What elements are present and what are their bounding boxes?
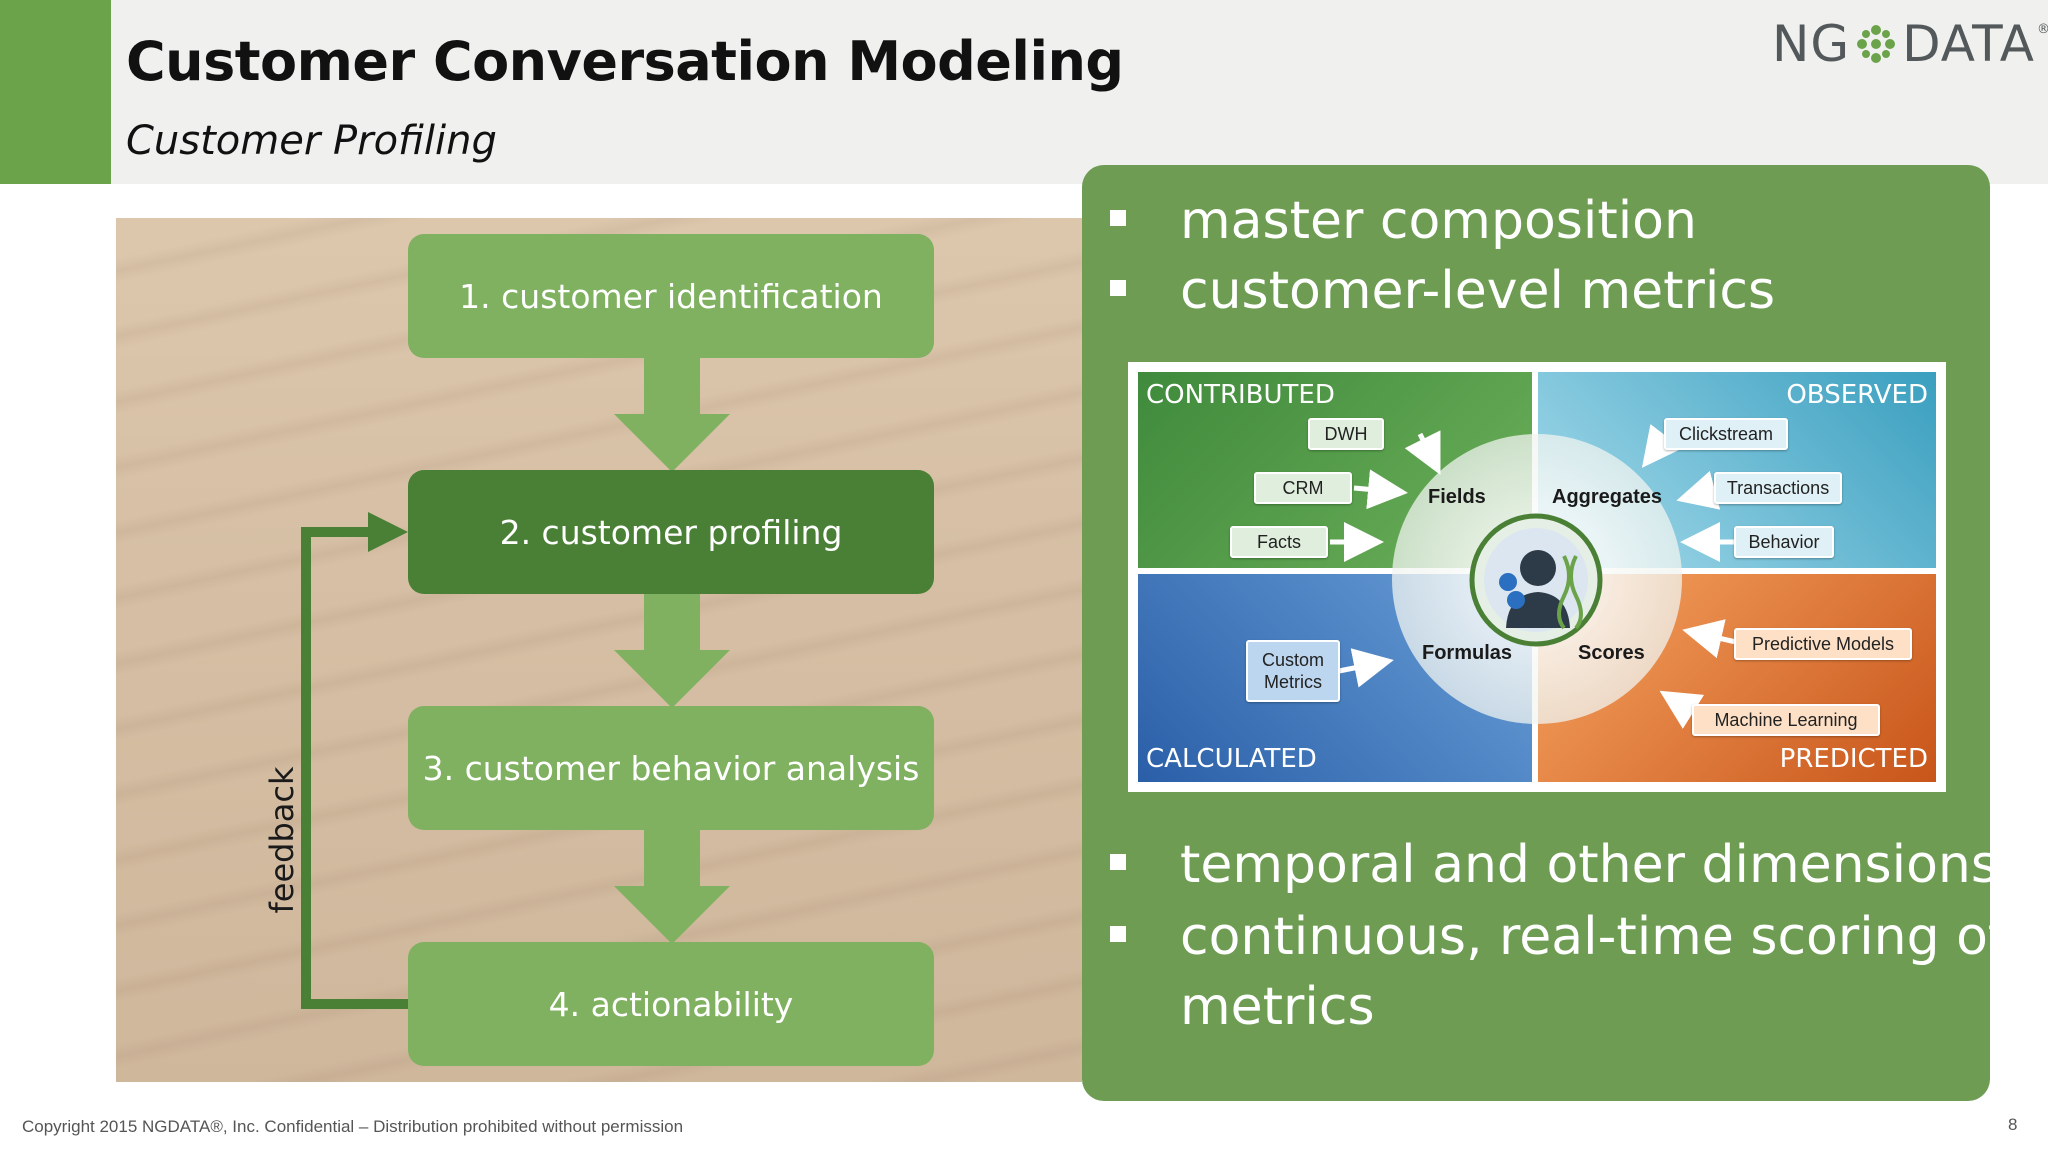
- label-predicted: PREDICTED: [1779, 744, 1928, 774]
- center-label-aggregates: Aggregates: [1552, 486, 1663, 508]
- center-label-fields: Fields: [1428, 486, 1486, 508]
- arrow-custom-metrics: [1333, 648, 1394, 688]
- feedback-loop-arrow: [301, 512, 414, 1009]
- bullet-marker: [1110, 926, 1126, 942]
- flow-step-identification: 1. customer identification: [408, 234, 934, 358]
- tag-facts: Facts: [1230, 526, 1328, 558]
- tag-machine-learning: Machine Learning: [1692, 704, 1880, 736]
- header-band: [0, 0, 2048, 184]
- flow-step-actionability: 4. actionability: [408, 942, 934, 1066]
- arrow-transactions: [1676, 470, 1721, 510]
- tag-crm: CRM: [1254, 472, 1352, 504]
- bullet-customer-level-metrics: customer-level metrics: [1180, 261, 1776, 321]
- flow-step-label: 4. actionability: [548, 984, 794, 1024]
- down-arrow-2: [614, 594, 730, 708]
- metrics-diagram: CONTRIBUTED OBSERVED CALCULATED PREDICTE…: [1128, 362, 1946, 792]
- ngdata-logo: NG DATA ®: [1772, 14, 2048, 74]
- flow-step-profiling: 2. customer profiling: [408, 470, 934, 594]
- logo-text-right: DATA: [1902, 15, 2035, 73]
- bullet-realtime-scoring: continuous, real-time scoring of: [1180, 907, 2007, 967]
- bullet-marker: [1110, 280, 1126, 296]
- tag-custom-metrics: Custom Metrics: [1246, 640, 1340, 702]
- down-arrow-3: [614, 830, 730, 944]
- bullet-marker: [1110, 854, 1126, 870]
- center-label-formulas: Formulas: [1422, 642, 1513, 664]
- label-observed: OBSERVED: [1786, 380, 1928, 410]
- bullet-marker: [1110, 210, 1126, 226]
- bullet-temporal-dimensions: temporal and other dimensions: [1180, 835, 1998, 895]
- flow-step-label: 1. customer identification: [459, 276, 883, 316]
- flow-step-label: 2. customer profiling: [499, 512, 843, 552]
- flow-step-behavior-analysis: 3. customer behavior analysis: [408, 706, 934, 830]
- tag-transactions: Transactions: [1714, 472, 1842, 504]
- logo-text-left: NG: [1772, 15, 1851, 73]
- flower-icon: [1857, 25, 1896, 63]
- slide-title: Customer Conversation Modeling: [126, 30, 1124, 93]
- slide-subtitle: Customer Profiling: [126, 118, 497, 164]
- accent-bar: [0, 0, 111, 184]
- sand-background: [116, 218, 1082, 1082]
- feedback-label: feedback: [263, 766, 301, 914]
- bullet-realtime-scoring-continued: metrics: [1180, 977, 1375, 1037]
- arrow-dwh: [1404, 430, 1441, 475]
- label-calculated: CALCULATED: [1146, 744, 1317, 774]
- tag-clickstream: Clickstream: [1664, 418, 1788, 450]
- tag-predictive-models: Predictive Models: [1734, 628, 1912, 660]
- tag-behavior: Behavior: [1734, 526, 1834, 558]
- center-label-scores: Scores: [1578, 642, 1645, 664]
- arrow-predictive-models: [1682, 619, 1737, 659]
- label-contributed: CONTRIBUTED: [1146, 380, 1335, 410]
- page-number: 8: [2008, 1115, 2018, 1134]
- copyright-footer: Copyright 2015 NGDATA®, Inc. Confidentia…: [22, 1117, 684, 1136]
- arrow-crm: [1353, 469, 1408, 510]
- tag-dwh: DWH: [1308, 418, 1384, 450]
- flow-step-label: 3. customer behavior analysis: [422, 748, 920, 788]
- customer-profile-icon: [1469, 513, 1603, 647]
- bullet-master-composition: master composition: [1180, 191, 1697, 251]
- down-arrow-1: [614, 358, 730, 472]
- logo-registered: ®: [2036, 22, 2048, 37]
